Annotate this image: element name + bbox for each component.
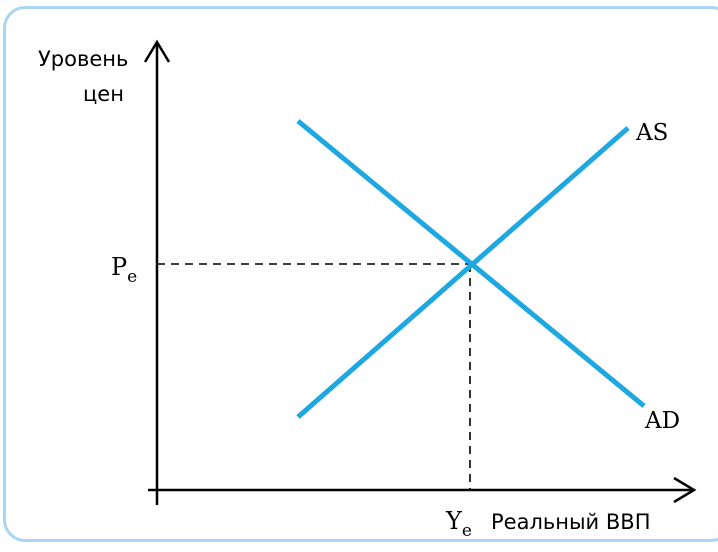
output-symbol: Y (445, 507, 463, 535)
price-subscript: e (127, 267, 137, 287)
demand-curve-label: AD (644, 408, 680, 434)
equilibrium-price-label: Pe (111, 253, 137, 287)
x-axis-label: Реальный ВВП (491, 510, 651, 534)
supply-curve (296, 126, 630, 419)
diagram-frame (3, 6, 718, 542)
output-subscript: e (462, 521, 472, 541)
x-axis-arrow-icon (673, 476, 697, 504)
y-axis-label-line1: Уровень (38, 47, 128, 71)
y-axis-label-line2: цен (83, 82, 124, 106)
equilibrium-output-label: Ye (445, 507, 472, 541)
y-axis-arrow-icon (143, 39, 171, 63)
supply-curve-label: AS (635, 120, 668, 146)
price-symbol: P (111, 253, 127, 281)
